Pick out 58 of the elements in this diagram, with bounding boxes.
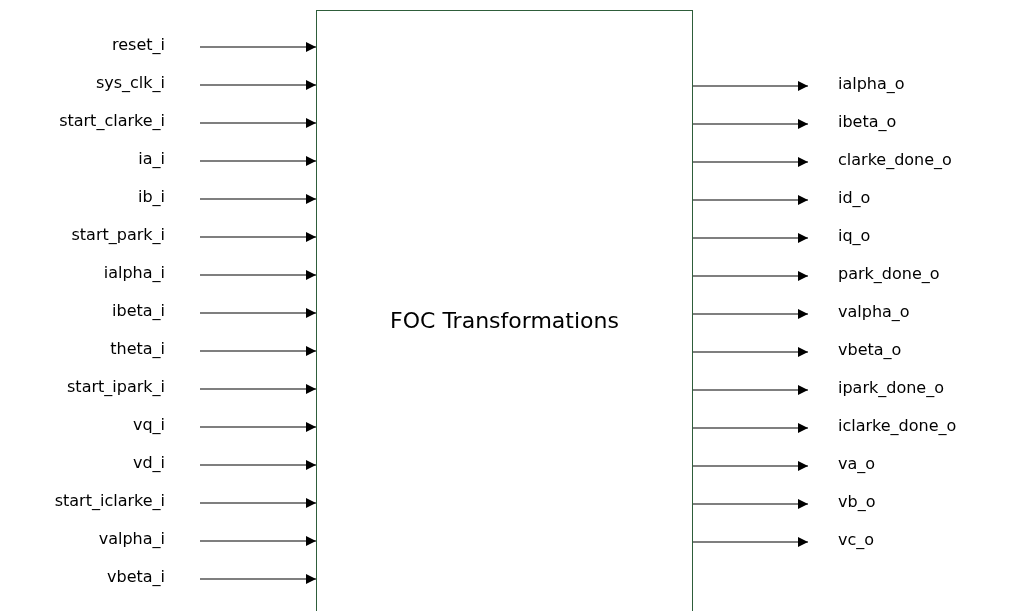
signal-label: start_iclarke_i [54,491,165,511]
signal-label: start_ipark_i [67,377,165,397]
signal-arrow [199,574,317,584]
signal-arrow [692,309,809,319]
signal-arrow [692,271,809,281]
signal-label: ibeta_o [838,112,897,132]
signal-arrow [199,422,317,432]
signal-arrow [199,346,317,356]
signal-label: ipark_done_o [838,378,944,398]
signal-arrow [199,194,317,204]
signal-arrow [692,119,809,129]
signal-arrow [199,270,317,280]
signal-label: iclarke_done_o [838,416,957,436]
signal-label: ibeta_i [112,301,165,321]
signal-arrow [199,384,317,394]
signal-label: start_clarke_i [59,111,165,131]
signal-label: vbeta_i [107,567,165,587]
signal-arrow [692,81,809,91]
signal-arrow [199,232,317,242]
signal-arrow [692,537,809,547]
signal-label: vbeta_o [838,340,902,360]
block-title: FOC Transformations [390,307,619,333]
signal-label: sys_clk_i [95,73,165,93]
signal-arrow [692,157,809,167]
signal-arrow [692,347,809,357]
signal-arrow [692,461,809,471]
signal-arrow [199,460,317,470]
signal-label: clarke_done_o [838,150,952,170]
signal-arrow [199,42,317,52]
signal-label: valpha_i [98,529,165,549]
signal-label: va_o [838,454,876,474]
signal-label: theta_i [110,339,165,359]
signal-arrow [692,233,809,243]
signal-arrow [199,308,317,318]
signal-label: ialpha_o [838,74,905,94]
signal-arrow [692,499,809,509]
signal-label: vd_i [132,453,165,473]
signal-arrow [199,156,317,166]
signal-arrow [199,118,317,128]
signal-arrow [199,498,317,508]
signal-label: start_park_i [71,225,165,245]
signal-label: ia_i [138,149,165,169]
signal-arrow [692,423,809,433]
signal-label: reset_i [112,35,165,55]
signal-arrow [199,80,317,90]
signal-label: iq_o [838,226,871,246]
signal-label: id_o [838,188,871,208]
signal-label: ib_i [137,187,165,207]
signal-label: vb_o [838,492,876,512]
signal-arrow [692,385,809,395]
signal-arrow [199,536,317,546]
signal-label: park_done_o [838,264,940,284]
signal-label: ialpha_i [103,263,165,283]
signal-label: valpha_o [838,302,910,322]
signal-label: vc_o [838,530,875,550]
module-block [316,10,693,611]
signal-arrow [692,195,809,205]
signal-label: vq_i [132,415,165,435]
